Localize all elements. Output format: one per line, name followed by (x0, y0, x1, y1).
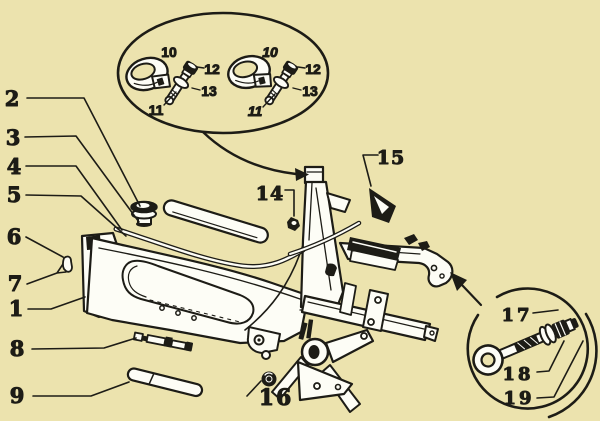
trim-strip-front (113, 226, 306, 270)
clamp-bubble-pointer-curve (201, 130, 298, 176)
part-label-10-right: 10 (262, 44, 278, 60)
eyebolt-bubble-outer-arc (547, 312, 598, 419)
leader-line-7 (26, 263, 67, 285)
part-label-18: 18 (502, 364, 533, 385)
leader-line-18 (536, 340, 565, 373)
eyebolt-detail-bubble: 17 18 19 (450, 272, 598, 419)
small-clip (61, 255, 73, 273)
part-label-11-left: 11 (149, 102, 164, 118)
frame-bottom-brackets (246, 319, 375, 413)
part-label-19: 19 (503, 388, 534, 409)
leader-line-1 (27, 296, 86, 310)
part-label-3: 3 (6, 125, 21, 150)
eye-bolt (472, 317, 579, 376)
part-label-17: 17 (501, 305, 532, 326)
head-tube-clip (287, 217, 300, 231)
leader-line-12-left (196, 66, 205, 69)
triangular-bracket (369, 188, 396, 223)
leader-line-11-left (163, 91, 177, 106)
fuel-filler-cap (130, 200, 158, 227)
leader-line-17 (532, 309, 559, 314)
clamp-bubble-outline (116, 11, 330, 135)
leader-line-14 (284, 189, 295, 217)
part-label-4: 4 (7, 154, 22, 179)
leader-line-2 (26, 97, 141, 207)
frame-drawing (80, 165, 454, 413)
tube-part (126, 367, 204, 398)
part-label-10-left: 10 (161, 44, 177, 60)
leader-line-6 (25, 236, 64, 258)
trim-strip-rear (287, 220, 362, 257)
part-label-11-right: 11 (248, 103, 263, 119)
leader-line-8 (31, 337, 137, 350)
part-label-9: 9 (10, 383, 25, 408)
leader-line-12-right (297, 66, 306, 69)
leader-line-13-right (292, 87, 302, 91)
part-label-12-left: 12 (204, 61, 220, 77)
clamp-detail-bubble: 10 12 13 11 10 12 13 11 (116, 11, 330, 181)
part-label-12-right: 12 (305, 61, 321, 77)
frame-footboard (85, 236, 309, 345)
nut-part (261, 371, 277, 387)
leader-line-4 (25, 165, 123, 231)
part-label-6: 6 (7, 224, 22, 249)
leader-line-5 (25, 194, 127, 237)
leader-line-19 (536, 340, 584, 399)
leader-line-16 (246, 380, 262, 397)
leader-line-15 (362, 154, 379, 187)
leader-line-9 (32, 381, 130, 397)
cover-panel (162, 199, 269, 244)
part-label-7: 7 (8, 271, 23, 296)
part-label-15: 15 (377, 147, 405, 169)
eyebolt-bubble-outline (466, 287, 590, 410)
part-label-16: 16 (259, 385, 294, 411)
leader-line-13-left (191, 87, 201, 91)
callout-labels: 2 3 4 5 6 7 1 8 9 14 15 16 (4, 86, 405, 412)
clamp-bubble-arrowhead (295, 168, 309, 181)
eyebolt-bubble-pointer (460, 283, 483, 307)
part-label-2: 2 (5, 86, 20, 111)
part-label-1: 1 (9, 296, 24, 321)
leader-line-11-right (262, 93, 276, 108)
part-label-8: 8 (10, 336, 25, 361)
part-label-14: 14 (256, 183, 284, 205)
part-label-13-left: 13 (201, 83, 217, 99)
part-label-5: 5 (7, 182, 22, 207)
loose-parts (61, 188, 396, 398)
part-label-13-right: 13 (302, 83, 318, 99)
leader-line-3 (24, 135, 140, 223)
linkage-rod (132, 331, 194, 352)
eyebolt-bubble-arrowhead (450, 272, 467, 291)
frame-rear-rails (300, 234, 454, 342)
